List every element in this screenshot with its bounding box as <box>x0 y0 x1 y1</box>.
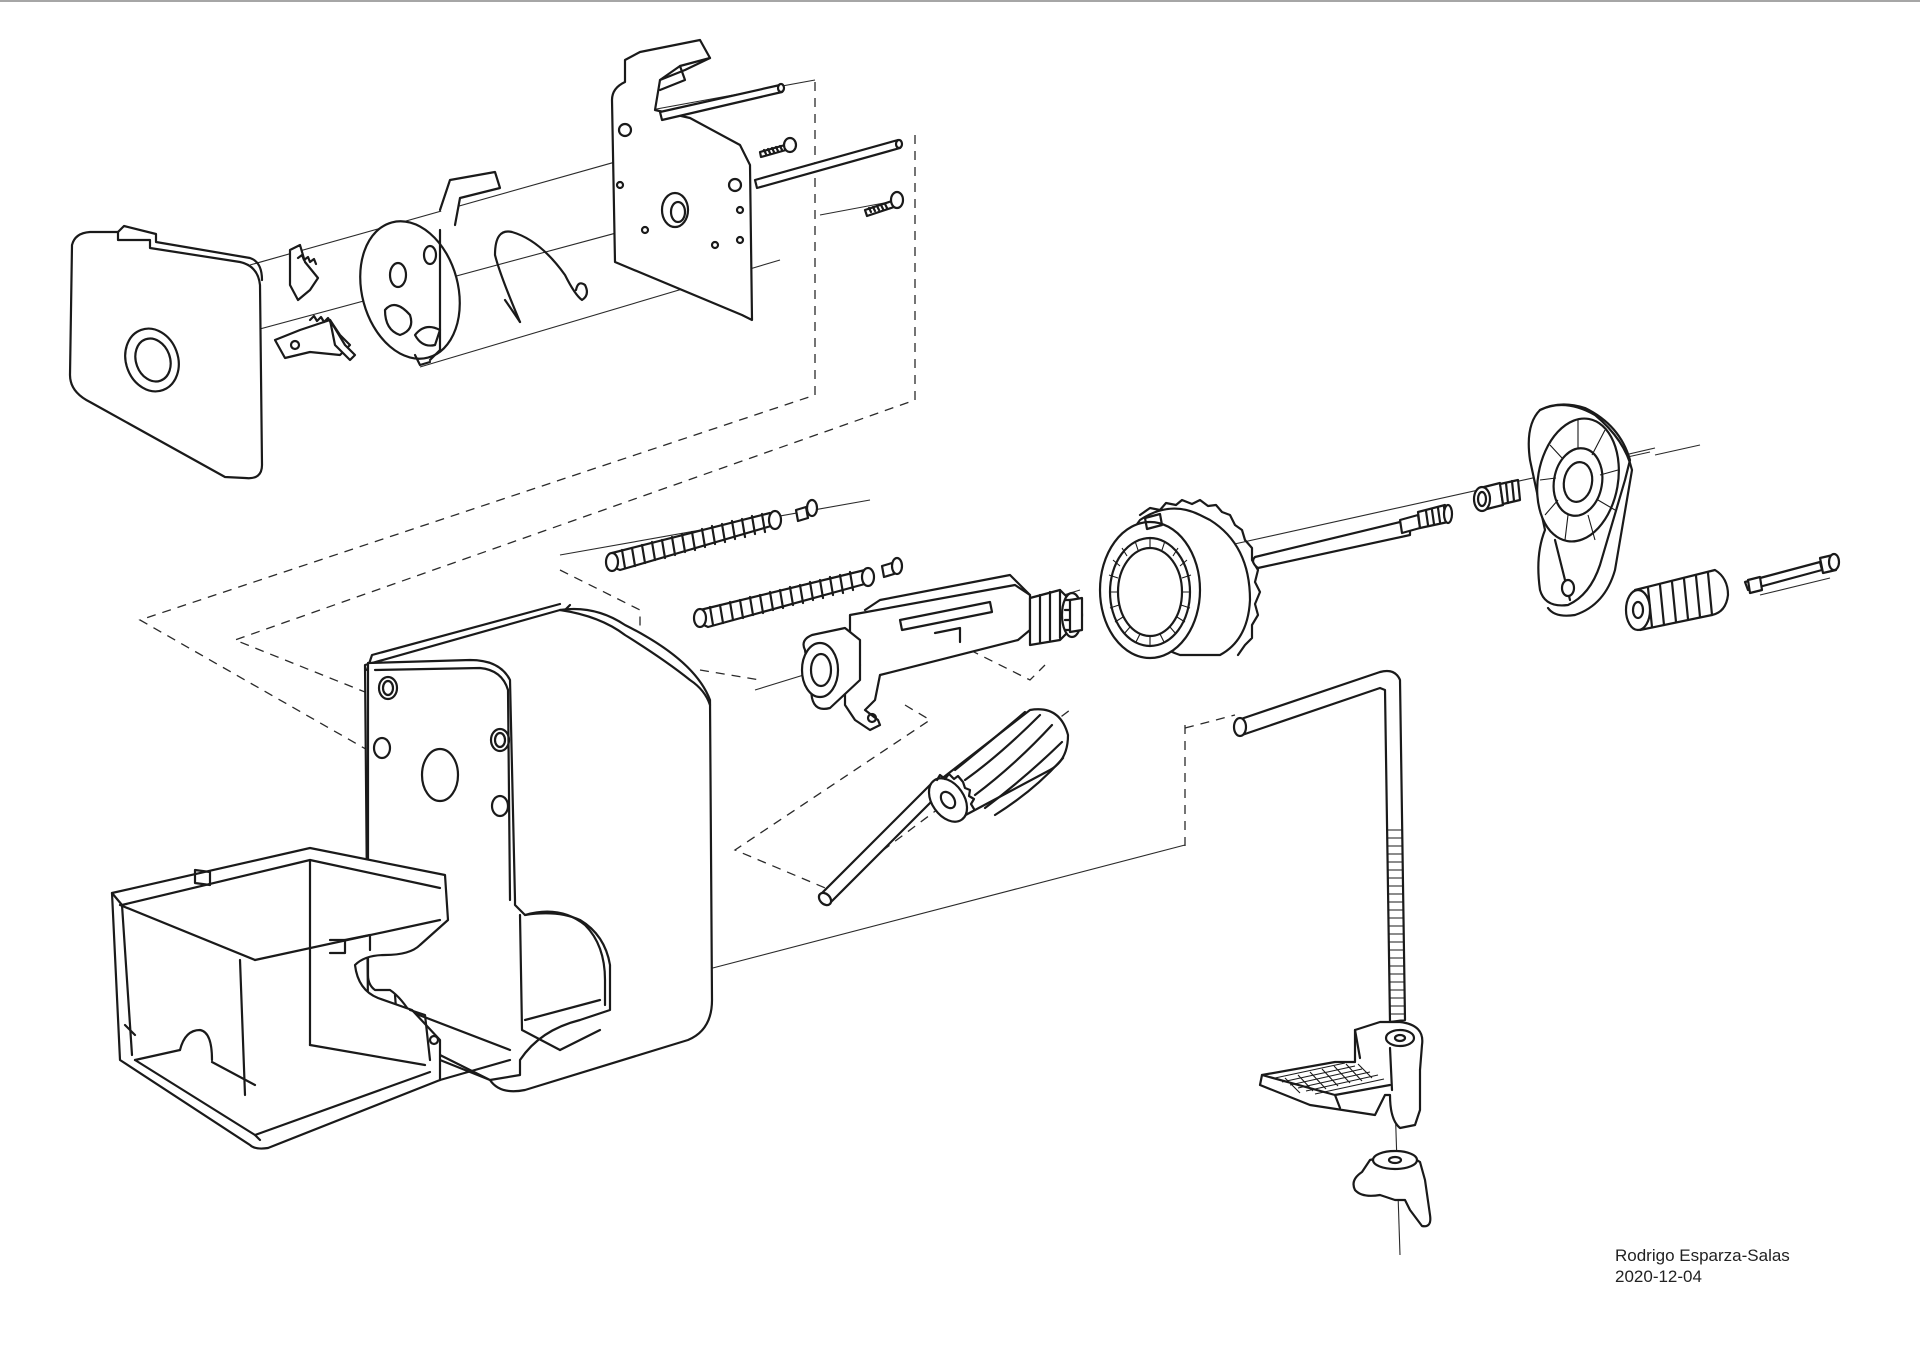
author-credit: Rodrigo Esparza-Salas 2020-12-04 <box>1615 1245 1790 1287</box>
crank-handle-knob <box>1624 568 1730 632</box>
mounting-plate <box>610 38 904 322</box>
drive-ring-gear <box>1098 498 1262 660</box>
coil-spring-lower <box>692 556 904 629</box>
wire-spring <box>493 230 589 324</box>
crank-handle-screw <box>1743 552 1841 595</box>
author-name: Rodrigo Esparza-Salas <box>1615 1246 1790 1265</box>
cam-disc <box>359 170 502 367</box>
dashed-assembly-paths <box>138 82 1236 891</box>
front-cover-plate <box>68 224 264 480</box>
clamp-screw-rod <box>1232 669 1407 1024</box>
helical-cutter <box>817 708 1070 907</box>
coil-spring-upper <box>604 498 819 573</box>
ratchet-pawls <box>273 243 357 362</box>
table-clamp <box>1258 1020 1424 1130</box>
drawing-date: 2020-12-04 <box>1615 1267 1702 1286</box>
wing-nut <box>1352 1149 1432 1228</box>
cutter-carriage <box>800 573 1084 732</box>
crank-arm <box>1527 403 1634 617</box>
shavings-tray <box>110 846 450 1150</box>
screws-top <box>758 136 905 218</box>
crank-axle <box>1251 503 1454 570</box>
crank-bushing <box>1472 478 1522 513</box>
